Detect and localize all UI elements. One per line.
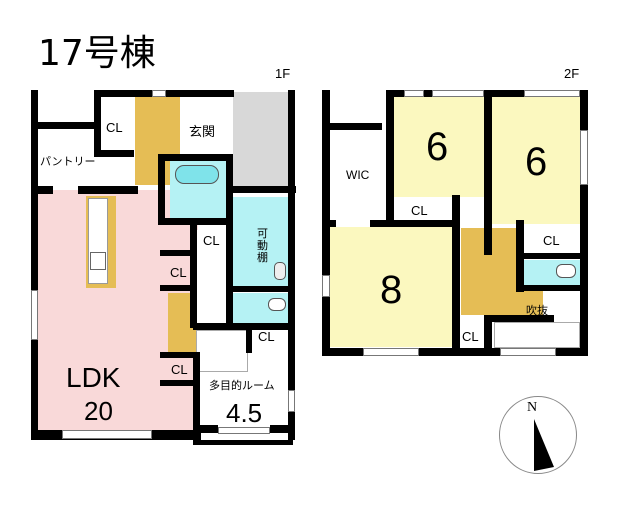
bedroom-6a [393,97,485,197]
wic-label: WIC [346,168,370,182]
ldk-size: 20 [84,396,113,426]
multi-room-label: 多目的ルーム [209,379,275,392]
north-label: N [527,400,538,415]
fukinuke-label: 吹抜 [526,304,548,317]
floor-1-label: 1F [275,66,291,81]
bedroom-8-size: 8 [380,268,403,312]
closet-label: CL [171,362,188,377]
shelf-label: 可動棚 [257,227,268,264]
entry-porch [233,92,293,187]
sink-icon [274,262,286,280]
closet-label: CL [106,120,123,135]
closet-label: CL [170,265,187,280]
compass: N [499,396,577,474]
genkan-label: 玄関 [189,125,216,140]
bedroom-6a-size: 6 [426,125,449,169]
bedroom-6b-size: 6 [525,140,548,184]
floor-2-label: 2F [564,66,580,81]
closet-label: CL [462,329,479,344]
stairs-2f [494,322,580,348]
bedroom-8 [330,227,452,347]
closet-label: CL [258,329,275,344]
toilet-icon [268,298,286,311]
north-arrow-icon [534,419,554,471]
floor-1-plan: 1F CL 玄関 パントリー C [31,66,296,445]
toilet-icon [556,264,576,278]
bedroom-6b [492,97,580,224]
stove-icon [90,252,106,270]
closet-label: CL [411,203,428,218]
ldk-label: LDK [66,362,121,393]
building-title: 17号棟 [38,33,156,74]
bathtub-icon [175,165,219,184]
stairs-1f [196,330,248,372]
pantry-label: パントリー [40,155,96,168]
multi-room-size: 4.5 [226,398,263,428]
closet-label: CL [203,233,220,248]
closet-label: CL [543,233,560,248]
